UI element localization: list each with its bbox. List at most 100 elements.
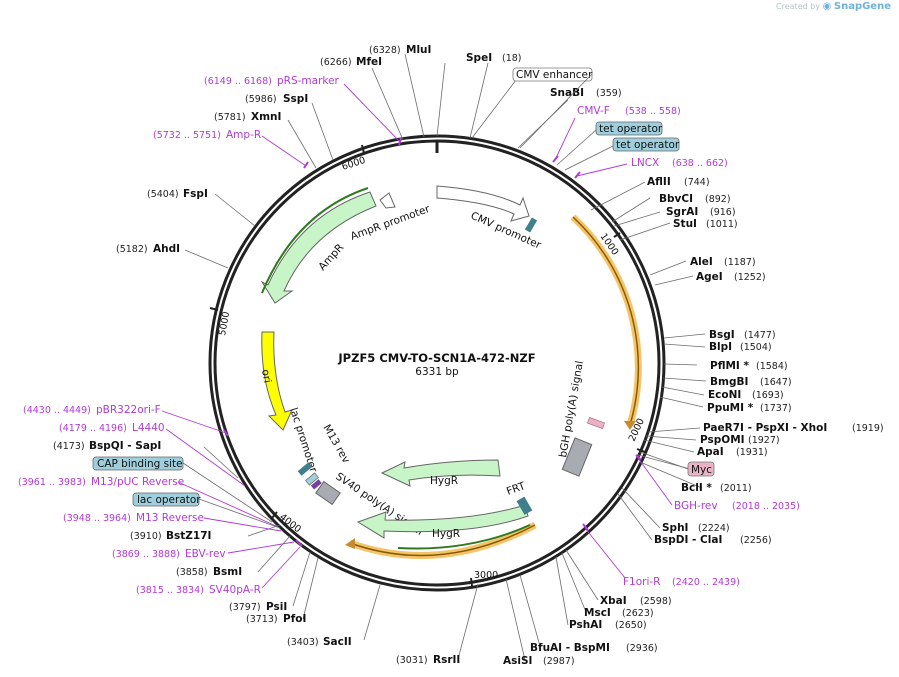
site-bbvci: BbvCI: [659, 193, 693, 205]
site-sgrai-pos: (916): [710, 207, 736, 218]
site-asisi: AsiSI: [503, 655, 532, 667]
primer-f1ori-r: F1ori-R: [623, 576, 660, 588]
primer-ebv-rev-pos: (3869 .. 3888): [112, 549, 180, 560]
site-agei-pos: (1252): [734, 272, 766, 283]
site-apai: ApaI: [697, 446, 724, 458]
primer-amp-r: Amp-R: [226, 129, 261, 141]
feature-ampr-promoter: [379, 192, 396, 209]
site-xmni-pos: (5781): [214, 112, 246, 123]
site-snabi: SnaBI: [550, 87, 584, 99]
site-bfuai-pos: (2936): [626, 643, 658, 654]
site-xbai: XbaI: [600, 595, 627, 607]
feature-cmv-promoter: [436, 185, 530, 222]
site-ahdi: AhdI: [153, 243, 180, 255]
site-rsrii-pos: (3031): [396, 655, 428, 666]
site-psii: PsiI: [266, 601, 287, 613]
tick-3000: [470, 577, 473, 587]
site-sspi-pos: (5986): [245, 94, 277, 105]
site-bstz17i: BstZ17I: [166, 530, 211, 542]
boxed-labels: CMV enhancer tet operator tet operator M…: [92, 67, 715, 529]
primer-f1ori-r-pos: (2420 .. 2439): [672, 577, 740, 588]
site-paer7i-pos: (1919): [852, 423, 884, 434]
site-stui: StuI: [673, 218, 697, 230]
primer-pbr322ori-f: pBR322ori-F: [96, 404, 161, 416]
primer-prs-marker: pRS-marker: [277, 75, 340, 87]
site-pshai-pos: (2650): [615, 620, 647, 631]
primer-m13-puc-reverse: M13/pUC Reverse: [91, 476, 184, 488]
primers: CMV-F (538 .. 558) LNCX (638 .. 662) BGH…: [18, 75, 800, 596]
orf-arc-bottom-head: [345, 538, 355, 549]
box-tet-operator-1: [595, 121, 663, 136]
site-leaders: [184, 53, 707, 661]
box-cap-binding-site: [92, 456, 184, 471]
site-spei: SpeI: [466, 52, 492, 64]
site-aflii: AflII: [647, 176, 671, 188]
site-fspi-pos: (5404): [147, 189, 179, 200]
box-tet-operator-2: [612, 137, 680, 152]
feature-ampr-track: [261, 187, 369, 294]
label-cap-binding-site: CAP binding site: [97, 458, 183, 470]
feature-label-hygr-1: HygR: [430, 475, 458, 487]
tick-label-4000: 4000: [277, 512, 303, 536]
site-ppumi-pos: (1737): [760, 403, 792, 414]
primer-cmv-f-pos: (538 .. 558): [625, 106, 681, 117]
site-pfoi: PfoI: [283, 613, 306, 625]
feature-label-ampr: AmpR: [316, 242, 346, 273]
site-bspdi-clai: BspDI - ClaI: [654, 534, 722, 546]
label-tet-operator-2: tet operator: [616, 139, 680, 151]
tick-label-6000: 6000: [341, 155, 367, 173]
credit-brand: SnapGene: [833, 1, 891, 12]
plasmid-name: JPZF5 CMV-TO-SCN1A-472-NZF: [337, 351, 535, 365]
site-bspdi-pos: (2256): [740, 535, 772, 546]
primer-sv40pa-r-pos: (3815 .. 3834): [136, 585, 204, 596]
site-mlui-pos: (6328): [369, 45, 401, 56]
site-paer7i-pspxi-xhoi: PaeR7I - PspXI - XhoI: [703, 422, 827, 434]
site-alei: AleI: [690, 256, 713, 268]
tick-4000: [271, 511, 278, 519]
feature-hygr-track: [397, 524, 531, 550]
primer-l4440: L4440: [132, 422, 165, 434]
tick-1000: [613, 232, 621, 238]
tick-label-3000: 3000: [474, 570, 498, 581]
site-bsmi-pos: (3858): [176, 567, 208, 578]
primer-cmv-f: CMV-F: [577, 105, 610, 117]
feature-label-hygr-2: HygR: [432, 528, 460, 540]
site-bspqi-sapi: BspQI - SapI: [89, 440, 161, 452]
site-econi: EcoNI: [708, 389, 741, 401]
primer-lncx: LNCX: [631, 157, 659, 169]
site-sphi: SphI: [662, 522, 688, 534]
primer-lncx-pos: (638 .. 662): [672, 158, 728, 169]
sites-right: SpeI (18) SnaBI (359) AflII (744) BbvCI …: [466, 52, 884, 667]
site-bfuai-bspmi: BfuAI - BspMI: [530, 642, 610, 654]
site-pshai: PshAI: [569, 619, 602, 631]
primer-sv40pa-r: SV40pA-R: [209, 584, 261, 596]
site-agei: AgeI: [696, 271, 723, 283]
feature-label-ori: ori: [259, 368, 273, 384]
site-msci: MscI: [584, 607, 611, 619]
site-asisi-pos: (2987): [543, 656, 575, 667]
primer-l4440-pos: (4179 .. 4196): [59, 423, 127, 434]
site-sspi: SspI: [283, 93, 308, 105]
feature-hygr-2: [356, 504, 529, 539]
site-sphi-pos: (2224): [698, 523, 730, 534]
site-rsrii: RsrII: [433, 654, 460, 666]
site-alei-pos: (1187): [724, 257, 756, 268]
site-sacii-pos: (3403): [287, 637, 319, 648]
label-lac-operator: lac operator: [137, 494, 201, 506]
box-lac-operator: [132, 492, 200, 507]
feature-m13-box: [310, 479, 322, 490]
site-sgrai: SgrAI: [666, 206, 698, 218]
snapgene-credit: Created by ◉ SnapGene: [776, 1, 891, 12]
tick-6000: [361, 144, 365, 154]
primer-amp-r-pos: (5732 .. 5751): [153, 130, 221, 141]
primer-m13-reverse: M13 Reverse: [136, 512, 204, 524]
site-bstz17i-pos: (3910): [130, 531, 162, 542]
sites-left: MluI (6328) MfeI (6266) SspI (5986) XmnI…: [53, 44, 460, 666]
site-ppumi: PpuMI *: [707, 402, 754, 414]
site-snabi-pos: (359): [596, 88, 622, 99]
site-spei-pos: (18): [502, 53, 522, 64]
orf-arc-bottom-core: [349, 524, 536, 557]
site-sacii: SacII: [323, 636, 352, 648]
site-xmni: XmnI: [251, 111, 281, 123]
site-bcli: BclI *: [681, 482, 712, 494]
